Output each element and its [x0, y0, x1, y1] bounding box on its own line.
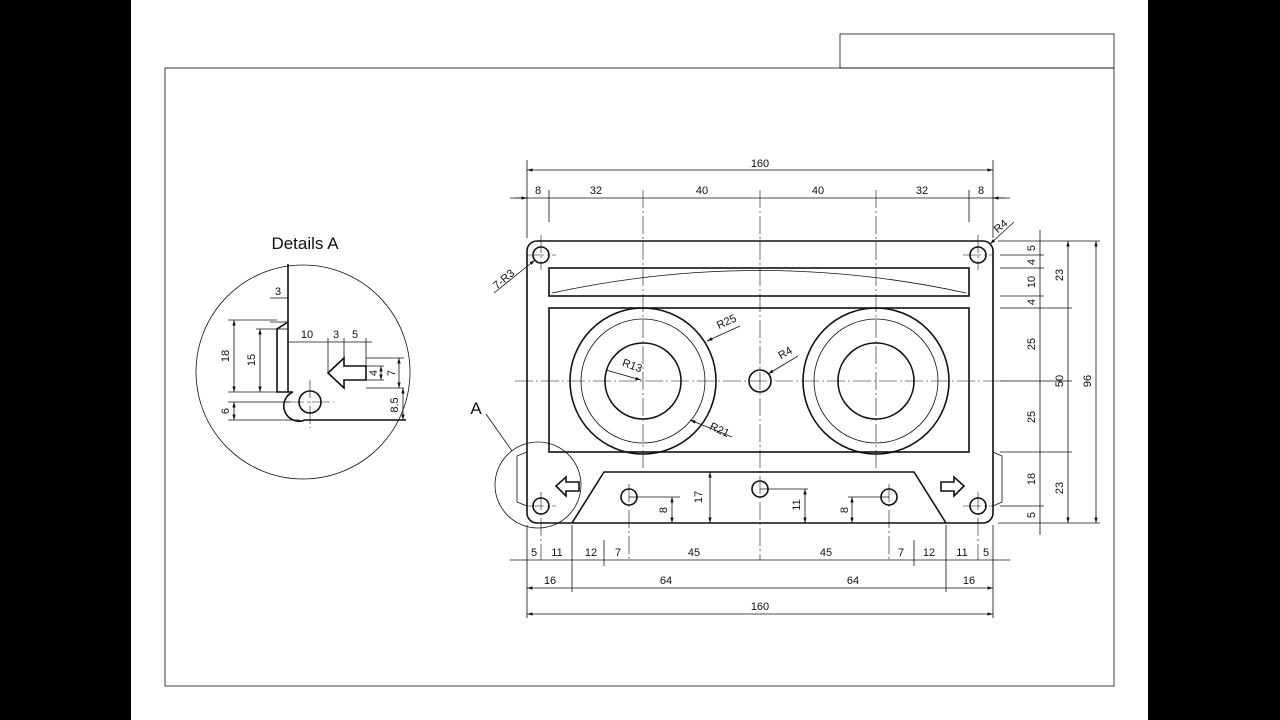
- dim-right-c2-1: 23: [1054, 269, 1066, 281]
- detail-a-view: Details A 3 18 15 6 10 3 5: [195, 234, 411, 480]
- detail-dim-h3: 3: [333, 329, 339, 341]
- label-arc: [551, 270, 967, 294]
- dim-bottom-r1-3: 12: [585, 547, 597, 559]
- detail-dim-h1: 3: [275, 286, 281, 298]
- dim-bottom-r1-6: 45: [820, 547, 832, 559]
- right-side-tab: [992, 451, 1003, 507]
- dim-bottom-r1-5: 45: [688, 547, 700, 559]
- detail-a-marker-label: A: [470, 399, 482, 418]
- dim-right-c1-7: 18: [1026, 473, 1038, 485]
- dim-right-c2-3: 23: [1054, 482, 1066, 494]
- dim-right-c1-6: 25: [1026, 411, 1038, 423]
- dim-right-c2-2: 50: [1054, 375, 1066, 387]
- dim-bottom-r1-4: 7: [615, 547, 621, 559]
- dim-bottom-r2-3: 64: [847, 575, 859, 587]
- dim-bottom-r1-8: 12: [923, 547, 935, 559]
- dim-right-c1-2: 4: [1026, 259, 1038, 265]
- main-window: [548, 307, 970, 453]
- dim-bottom-r1-1: 5: [531, 547, 537, 559]
- cassette-main-view: [515, 190, 1005, 560]
- radius-labels: R25 R13 R21 R4: [605, 313, 799, 440]
- detail-a-circle: [195, 264, 411, 480]
- detail-dim-h4: 5: [352, 329, 358, 341]
- dim-bottom-r1-2: 11: [551, 547, 562, 559]
- dim-hole-left-height: 8: [658, 507, 670, 513]
- left-side-tab: [516, 451, 528, 507]
- tape-head-opening: [571, 471, 947, 524]
- dim-bottom-overall: 160: [751, 601, 769, 613]
- drawing-border: [164, 67, 1115, 687]
- dim-bottom-r1-9: 11: [956, 547, 967, 559]
- inner-vertical-dimensions: 17 8 11 8: [629, 471, 889, 524]
- paper: [131, 0, 1148, 720]
- dim-right-c1-3: 10: [1026, 276, 1038, 288]
- right-arrow-icon: [940, 475, 966, 498]
- dim-top-seg-5: 32: [916, 185, 928, 197]
- dim-bottom-r2-4: 16: [963, 575, 975, 587]
- label-window: [548, 267, 970, 297]
- detail-dim-v5: 6: [220, 408, 232, 414]
- dim-slot-height: 17: [693, 491, 705, 503]
- dim-hole-right-height: 8: [839, 507, 851, 513]
- dim-right-c1-4: 4: [1026, 299, 1038, 305]
- dim-top-seg-2: 32: [590, 185, 602, 197]
- dim-right-overall: 96: [1082, 375, 1094, 387]
- detail-dim-v4: 7: [386, 370, 398, 376]
- dim-bottom-r1-7: 7: [898, 547, 904, 559]
- dim-top-overall: 160: [751, 158, 769, 170]
- dim-right-c1-1: 5: [1026, 245, 1038, 251]
- detail-dim-v2: 15: [246, 354, 258, 366]
- dim-hole-center-height: 11: [791, 499, 803, 510]
- dim-top-seg-4: 40: [812, 185, 824, 197]
- dim-right-c1-8: 5: [1026, 512, 1038, 518]
- detail-dim-v1: 18: [220, 350, 232, 362]
- detail-dim-v6: 8.5: [389, 397, 401, 412]
- dim-top-seg-6: 8: [978, 185, 984, 197]
- dim-top-seg-3: 40: [696, 185, 708, 197]
- dim-top-seg-1: 8: [535, 185, 541, 197]
- dim-bottom-r2-2: 64: [660, 575, 672, 587]
- left-arrow-icon: [554, 475, 580, 498]
- bottom-dimensions: 5 11 12 7 45 45 7 12 11 5 16 64 64 16 16…: [510, 525, 1010, 618]
- dim-bottom-r2-1: 16: [544, 575, 556, 587]
- detail-a-title: Details A: [271, 234, 339, 253]
- detail-a-marker-circle: [494, 441, 582, 529]
- dim-right-c1-5: 25: [1026, 338, 1038, 350]
- right-dimensions: 5 4 10 4 25 25 18 5 23 50 23 96: [998, 230, 1100, 535]
- title-block: [839, 33, 1115, 69]
- detail-dim-v3: 4: [368, 370, 380, 376]
- detail-dim-h2: 10: [301, 329, 313, 341]
- dim-bottom-r1-10: 5: [983, 547, 989, 559]
